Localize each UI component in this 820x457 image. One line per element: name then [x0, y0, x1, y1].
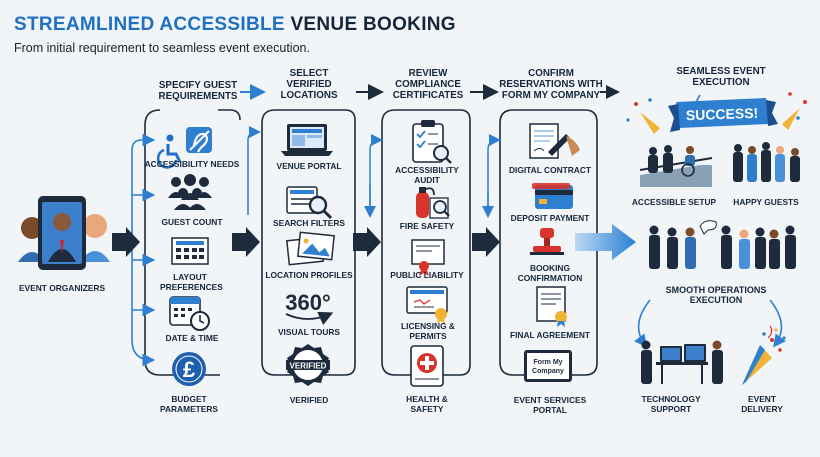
label-visual-tours: VISUAL TOURS — [277, 327, 341, 337]
label-smooth-operations: SMOOTH OPERATIONS EXECUTION — [665, 285, 767, 306]
event-organizers-label: EVENT ORGANIZERS — [18, 283, 106, 293]
label-happy-guests: HAPPY GUESTS — [733, 197, 799, 207]
label-licensing-permits: LICENSING & PERMITS — [401, 321, 455, 341]
label-search-filters: SEARCH FILTERS — [273, 218, 345, 228]
label-event-services-portal: EVENT SERVICES PORTAL — [513, 395, 587, 415]
label-accessibility-needs: ACCESSIBILITY NEEDS — [144, 159, 240, 169]
photo-icon — [286, 231, 335, 266]
label-deposit-payment: DEPOSIT PAYMENT — [510, 213, 590, 223]
stage-chevrons — [112, 227, 500, 257]
happy-guests-scene — [733, 142, 800, 182]
accessibility-icon — [156, 127, 212, 169]
page-subtitle: From initial requirement to seamless eve… — [14, 41, 310, 55]
calendar-clock-icon — [169, 296, 210, 331]
header-specify-guest-requirements: SPECIFY GUEST REQUIREMENTS — [158, 80, 238, 102]
label-final-agreement: FINAL AGREEMENT — [509, 330, 591, 340]
label-technology-support: TECHNOLOGY SUPPORT — [641, 394, 701, 414]
label-location-profiles: LOCATION PROFILES — [265, 270, 353, 280]
label-venue-portal: VENUE PORTAL — [276, 161, 342, 171]
party-popper-icon — [742, 325, 786, 385]
header-confirm-reservations: CONFIRM RESERVATIONS WITH FORM MY COMPAN… — [499, 68, 603, 101]
column-entry-arrows — [247, 126, 501, 218]
header-seamless-event-execution: SEAMLESS EVENT EXECUTION — [676, 66, 766, 88]
label-guest-count: GUEST COUNT — [161, 217, 223, 227]
success-banner: SUCCESS! — [668, 98, 778, 132]
label-booking-confirmation: BOOKING CONFIRMATION — [517, 263, 583, 283]
360-label: 360° — [285, 290, 331, 315]
people-group-icon — [168, 174, 212, 210]
layout-grid-icon — [171, 237, 209, 265]
verified-badge-icon: VERIFIED — [286, 344, 330, 386]
label-digital-contract: DIGITAL CONTRACT — [508, 165, 592, 175]
contract-pen-icon — [529, 123, 580, 159]
organizers-illustration — [18, 196, 110, 270]
first-aid-icon — [410, 345, 444, 387]
360-icon: 360° — [285, 290, 334, 326]
accessible-setup-scene — [639, 145, 713, 187]
label-health-safety: HEALTH & SAFETY — [406, 394, 448, 414]
column-brackets — [144, 109, 598, 376]
confetti-poppers — [626, 92, 807, 134]
portal-screen-icon: Form My Company — [524, 350, 572, 382]
header-select-verified-locations: SELECT VERIFIED LOCATIONS — [280, 68, 338, 101]
page-title: STREAMLINED ACCESSIBLE VENUE BOOKING — [14, 14, 456, 36]
agreement-doc-icon — [536, 286, 567, 327]
portal-text: Form My Company — [532, 359, 564, 375]
label-public-liability: PUBLIC LIABILITY — [390, 270, 464, 280]
certificate-icon — [411, 239, 445, 276]
execution-flow-arrows — [634, 94, 786, 348]
pound-coin-icon: £ — [172, 352, 206, 386]
fire-extinguisher-icon — [416, 187, 450, 219]
organizer-connectors — [131, 133, 156, 367]
label-layout-preferences: LAYOUT PREFERENCES — [160, 272, 223, 292]
pound-symbol: £ — [183, 357, 196, 382]
portal-text-line: Company — [532, 368, 564, 375]
clipboard-check-icon — [412, 120, 452, 164]
label-budget-parameters: BUDGET PARAMETERS — [159, 394, 218, 414]
label-accessibility-audit: ACCESSIBILITY AUDIT — [395, 165, 459, 185]
header-arrows — [240, 84, 620, 100]
title-rest: VENUE BOOKING — [290, 14, 456, 35]
credit-card-icon — [532, 183, 573, 209]
operations-team-scene — [649, 220, 796, 269]
success-text: SUCCESS! — [686, 105, 759, 124]
technology-support-scene — [641, 340, 723, 384]
portal-text-line: Form My — [533, 359, 562, 366]
laptop-icon — [281, 124, 333, 156]
execution-arrow — [575, 224, 636, 260]
verified-badge-text: VERIFIED — [290, 362, 327, 371]
label-date-time: DATE & TIME — [165, 333, 219, 343]
search-filter-icon — [286, 186, 333, 220]
license-icon — [406, 286, 448, 324]
stamp-icon — [530, 228, 564, 255]
label-verified: VERIFIED — [289, 395, 329, 405]
title-accent: STREAMLINED ACCESSIBLE — [14, 14, 285, 35]
label-fire-safety: FIRE SAFETY — [399, 221, 455, 231]
header-review-compliance-certificates: REVIEW COMPLIANCE CERTIFICATES — [392, 68, 464, 101]
label-accessible-setup: ACCESSIBLE SETUP — [631, 197, 717, 207]
label-event-delivery: EVENT DELIVERY — [741, 394, 783, 414]
